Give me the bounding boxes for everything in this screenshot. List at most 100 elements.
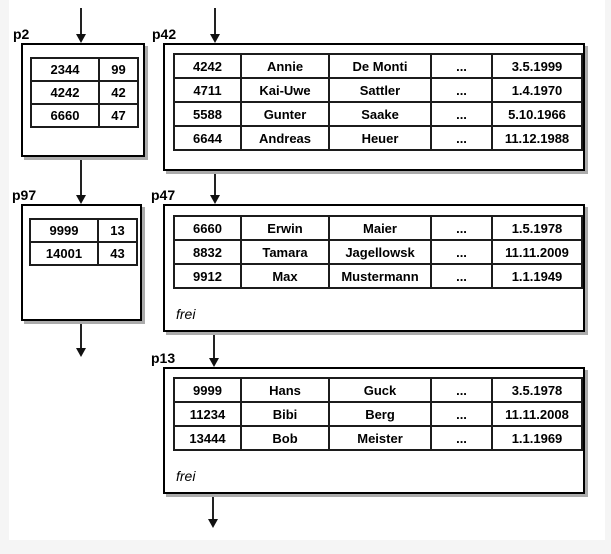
table-cell: 3.5.1978 bbox=[491, 377, 583, 403]
table-cell: Mustermann bbox=[328, 263, 432, 289]
arrow-p47-to-p13-icon bbox=[209, 330, 219, 367]
free-space-label: frei bbox=[176, 306, 196, 322]
arrow-p42-to-p47-icon bbox=[210, 170, 220, 204]
table-cell: ... bbox=[430, 239, 493, 265]
table-cell: ... bbox=[430, 125, 493, 151]
table-cell: 1.1.1969 bbox=[491, 425, 583, 451]
table-cell: ... bbox=[430, 263, 493, 289]
table-cell: 4242 bbox=[30, 80, 100, 105]
table-cell: 9999 bbox=[173, 377, 242, 403]
table-cell: 43 bbox=[97, 241, 138, 266]
arrow-head-icon bbox=[208, 519, 218, 528]
table-cell: 6644 bbox=[173, 125, 242, 151]
table-cell: 11234 bbox=[173, 401, 242, 427]
table-cell: 11.11.2009 bbox=[491, 239, 583, 265]
table-cell: 47 bbox=[98, 103, 139, 128]
table-cell: Max bbox=[240, 263, 330, 289]
arrow-p2-to-p97-icon bbox=[76, 157, 86, 204]
table-cell: 14001 bbox=[29, 241, 99, 266]
table-cell: Gunter bbox=[240, 101, 330, 127]
page-label-p2: p2 bbox=[13, 26, 30, 42]
page-label-p97: p97 bbox=[12, 187, 37, 203]
arrow-shaft bbox=[80, 319, 82, 349]
table-cell: 5.10.1966 bbox=[491, 101, 583, 127]
table-cell: 13 bbox=[97, 218, 138, 243]
table-cell: Andreas bbox=[240, 125, 330, 151]
table-cell: Berg bbox=[328, 401, 432, 427]
table-cell: Bob bbox=[240, 425, 330, 451]
page-label-p47: p47 bbox=[151, 187, 176, 203]
table-cell: ... bbox=[430, 215, 493, 241]
table-cell: ... bbox=[430, 425, 493, 451]
table-cell: Annie bbox=[240, 53, 330, 79]
table-cell: 5588 bbox=[173, 101, 242, 127]
table-cell: 13444 bbox=[173, 425, 242, 451]
arrow-shaft bbox=[214, 8, 216, 35]
page-label-p13: p13 bbox=[151, 350, 176, 366]
arrow-p97-out-icon bbox=[76, 319, 86, 357]
table-cell: 4711 bbox=[173, 77, 242, 103]
table-cell: 9912 bbox=[173, 263, 242, 289]
table-cell: 8832 bbox=[173, 239, 242, 265]
arrow-shaft bbox=[80, 157, 82, 196]
table-cell: 9999 bbox=[29, 218, 99, 243]
arrow-head-icon bbox=[76, 348, 86, 357]
table-cell: 11.12.1988 bbox=[491, 125, 583, 151]
table-cell: Guck bbox=[328, 377, 432, 403]
table-cell: 3.5.1999 bbox=[491, 53, 583, 79]
table-cell: ... bbox=[430, 101, 493, 127]
arrow-shaft bbox=[214, 170, 216, 196]
table-cell: ... bbox=[430, 401, 493, 427]
arrow-head-icon bbox=[76, 34, 86, 43]
table-cell: Maier bbox=[328, 215, 432, 241]
arrow-head-icon bbox=[210, 195, 220, 204]
table-cell: Kai-Uwe bbox=[240, 77, 330, 103]
table-cell: 1.4.1970 bbox=[491, 77, 583, 103]
arrow-shaft bbox=[212, 493, 214, 520]
table-cell: Bibi bbox=[240, 401, 330, 427]
table-cell: 6660 bbox=[173, 215, 242, 241]
arrow-shaft bbox=[213, 330, 215, 359]
table-cell: Jagellowsk bbox=[328, 239, 432, 265]
table-cell: Tamara bbox=[240, 239, 330, 265]
table-cell: 11.11.2008 bbox=[491, 401, 583, 427]
table-cell: 2344 bbox=[30, 57, 100, 82]
table-cell: ... bbox=[430, 77, 493, 103]
table-cell: Sattler bbox=[328, 77, 432, 103]
table-cell: 6660 bbox=[30, 103, 100, 128]
table-cell: Heuer bbox=[328, 125, 432, 151]
arrow-head-icon bbox=[209, 358, 219, 367]
table-cell: 1.5.1978 bbox=[491, 215, 583, 241]
arrow-head-icon bbox=[210, 34, 220, 43]
arrow-p13-out-icon bbox=[208, 493, 218, 528]
free-space-label: frei bbox=[176, 468, 196, 484]
arrow-head-icon bbox=[76, 195, 86, 204]
table-cell: 4242 bbox=[173, 53, 242, 79]
arrow-shaft bbox=[80, 8, 82, 35]
table-cell: Hans bbox=[240, 377, 330, 403]
table-cell: ... bbox=[430, 53, 493, 79]
table-cell: ... bbox=[430, 377, 493, 403]
